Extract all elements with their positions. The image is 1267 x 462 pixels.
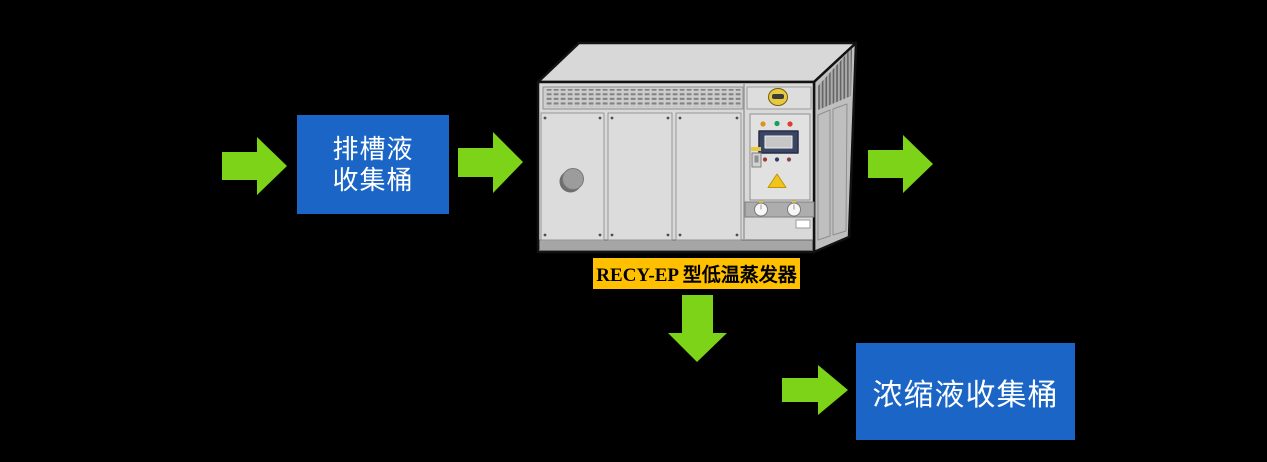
machine-doors [540, 112, 742, 241]
arrow-machine-down-icon [668, 295, 727, 362]
warning-triangle-icon [767, 173, 787, 188]
flow-arrows [222, 132, 933, 415]
arrow-to-output-icon [782, 365, 848, 415]
machine-side-panel-1 [817, 109, 831, 241]
power-switch-toggle [754, 155, 759, 163]
source-box-line1: 排槽液 [332, 134, 414, 164]
door-2 [607, 112, 673, 241]
hmi-screen-icon [764, 135, 793, 149]
control-panel [749, 113, 811, 201]
machine-label: RECY-EP 型低温蒸发器 [593, 258, 800, 289]
indicator-darkred-icon [762, 157, 768, 162]
arrow-inlet-icon [222, 137, 287, 195]
name-plate [795, 219, 811, 229]
porthole-icon [562, 168, 584, 190]
machine-top-face [536, 41, 858, 84]
machine-base [539, 239, 813, 251]
machine-side-panel-2 [832, 103, 848, 236]
machine-side-vents [818, 48, 852, 110]
knob-strip [744, 200, 815, 229]
indicator-amber-icon [760, 121, 766, 127]
indicator-navy-icon [774, 157, 780, 162]
door-3 [675, 112, 742, 241]
indicator-red-icon [787, 121, 793, 127]
evaporator-machine [536, 41, 858, 254]
arrow-machine-outlet-icon [868, 135, 933, 193]
door-screws [543, 116, 739, 237]
vent-grille-slats [545, 89, 741, 107]
indicator-maroon-icon [786, 157, 792, 162]
source-box: 排槽液 收集桶 [297, 115, 449, 214]
indicator-green-icon [774, 120, 780, 127]
arrow-to-machine-icon [458, 132, 523, 193]
source-box-line2: 收集桶 [332, 165, 414, 195]
output-box: 浓缩液收集桶 [856, 343, 1075, 440]
gauge-slot [772, 94, 784, 99]
panel-tag [751, 147, 761, 151]
